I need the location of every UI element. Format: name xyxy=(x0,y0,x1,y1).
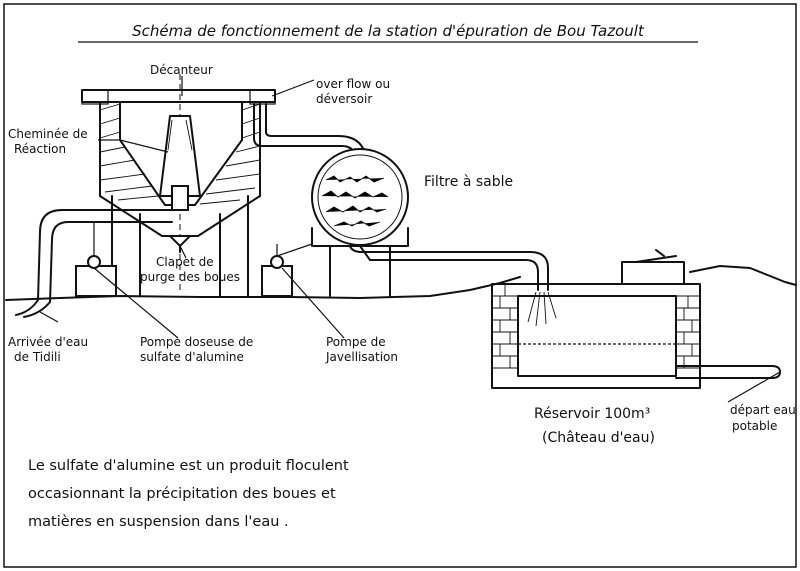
label-depart-2: potable xyxy=(732,419,777,433)
javel-pump xyxy=(261,243,313,297)
inlet-pipe xyxy=(15,209,173,318)
label-cheminee-2: Réaction xyxy=(14,142,66,156)
reaction-chimney xyxy=(158,115,202,211)
label-pompe-doseuse-1: Pompe doseuse de xyxy=(140,335,253,349)
label-clapet-1: Clapet de xyxy=(156,255,214,269)
diagram-title: Schéma de fonctionnement de la station d… xyxy=(132,22,645,40)
reservoir xyxy=(491,249,701,389)
label-overflow-2: déversoir xyxy=(316,92,372,106)
note-line-1: Le sulfate d'alumine est un produit floc… xyxy=(28,458,349,474)
dosing-pump-sulfate xyxy=(75,222,117,297)
label-pompe-jav-1: Pompe de xyxy=(326,335,386,349)
label-cheminee-1: Cheminée de xyxy=(8,127,88,141)
filter-outlet-pipe xyxy=(349,245,549,291)
sludge-purge-valve xyxy=(167,235,193,253)
label-reservoir-1: Réservoir 100m³ xyxy=(534,406,650,422)
label-arrivee-1: Arrivée d'eau xyxy=(8,335,88,349)
note-line-2: occasionnant la précipitation des boues … xyxy=(28,486,336,502)
decanteur-tank xyxy=(81,74,276,297)
label-decanteur: Décanteur xyxy=(150,63,213,77)
label-arrivee-2: de Tidili xyxy=(14,350,61,364)
label-overflow-1: over flow ou xyxy=(316,77,390,91)
leader-lines xyxy=(39,76,781,403)
label-pompe-doseuse-2: sulfate d'alumine xyxy=(140,350,244,364)
label-pompe-jav-2: Javellisation xyxy=(325,350,398,364)
label-depart-1: départ eau xyxy=(730,403,796,417)
note-line-3: matières en suspension dans l'eau . xyxy=(28,514,289,530)
label-filtre: Filtre à sable xyxy=(424,174,513,190)
sand-filter xyxy=(311,148,409,297)
page-frame xyxy=(3,3,797,568)
label-clapet-2: purge des boues xyxy=(140,270,240,284)
label-reservoir-2: (Château d'eau) xyxy=(542,430,655,446)
